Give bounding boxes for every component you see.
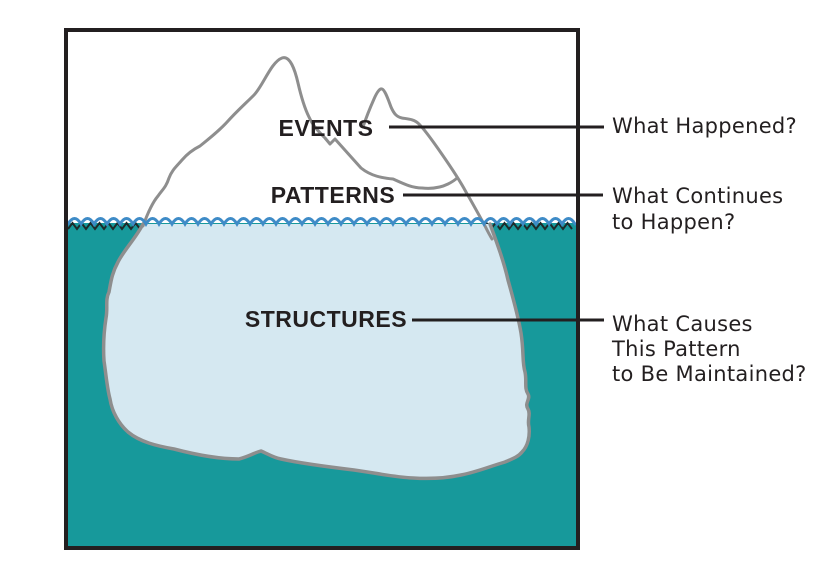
- patterns-label: PATTERNS: [271, 182, 396, 208]
- water-surface-wave: [66, 217, 577, 227]
- iceberg-underwater-body: [103, 224, 530, 479]
- structures-annotation-text-line1: What Causes: [612, 312, 753, 336]
- events-label: EVENTS: [278, 115, 373, 141]
- scene-frame-border: [64, 28, 580, 550]
- structures-label: STRUCTURES: [245, 306, 407, 332]
- events-annotation-text: What Happened?: [612, 114, 797, 138]
- structures-annotation-text-line3: to Be Maintained?: [612, 362, 807, 386]
- iceberg-underwater-outline: [101, 222, 531, 481]
- patterns-annotation-text-line2: to Happen?: [612, 210, 735, 234]
- iceberg-above-water-outline: [141, 56, 459, 228]
- structures-annotation-text-line2: This Pattern: [611, 337, 741, 361]
- patterns-annotation-text-line1: What Continues: [612, 184, 783, 208]
- iceberg-secondary-peak-outline: [361, 87, 494, 241]
